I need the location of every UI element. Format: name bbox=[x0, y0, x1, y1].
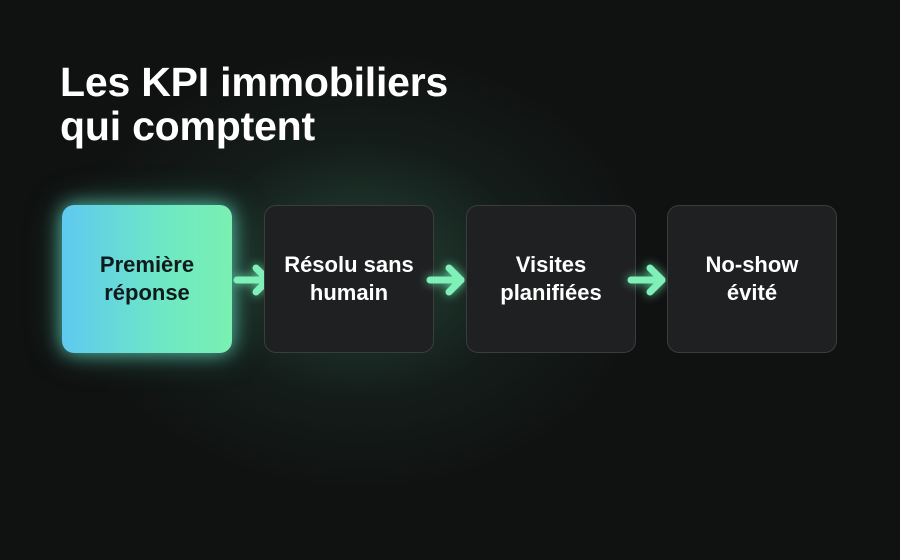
step-premiere-reponse: Première réponse bbox=[62, 205, 232, 353]
step-label: No-show évité bbox=[705, 252, 799, 305]
page-title: Les KPI immobiliers qui comptent bbox=[60, 60, 448, 148]
step-label: Visites planifiées bbox=[500, 252, 602, 305]
arrow-right-icon bbox=[626, 258, 670, 302]
title-line-2: qui comptent bbox=[60, 103, 315, 149]
title-line-1: Les KPI immobiliers bbox=[60, 59, 449, 105]
step-visites-planifiees: Visites planifiées bbox=[466, 205, 636, 353]
step-no-show-evite: No-show évité bbox=[667, 205, 837, 353]
step-label: Première réponse bbox=[99, 252, 195, 305]
step-label: Résolu sans humain bbox=[284, 252, 414, 305]
arrow-right-icon bbox=[425, 258, 469, 302]
step-resolu-sans-humain: Résolu sans humain bbox=[264, 205, 434, 353]
